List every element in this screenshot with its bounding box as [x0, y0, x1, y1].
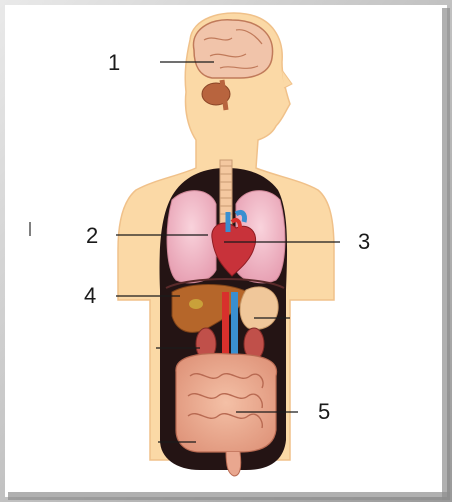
frame-shadow-right — [442, 8, 450, 500]
label-5: 5 — [318, 401, 330, 423]
label-3: 3 — [358, 231, 370, 253]
label-4: 4 — [84, 285, 96, 307]
left-lung — [167, 191, 216, 283]
stomach — [240, 287, 278, 329]
frame-shadow-bottom — [8, 492, 450, 500]
cerebrum — [193, 20, 272, 78]
label-1: 1 — [108, 52, 120, 74]
gallbladder — [189, 299, 203, 309]
label-2: 2 — [86, 225, 98, 247]
